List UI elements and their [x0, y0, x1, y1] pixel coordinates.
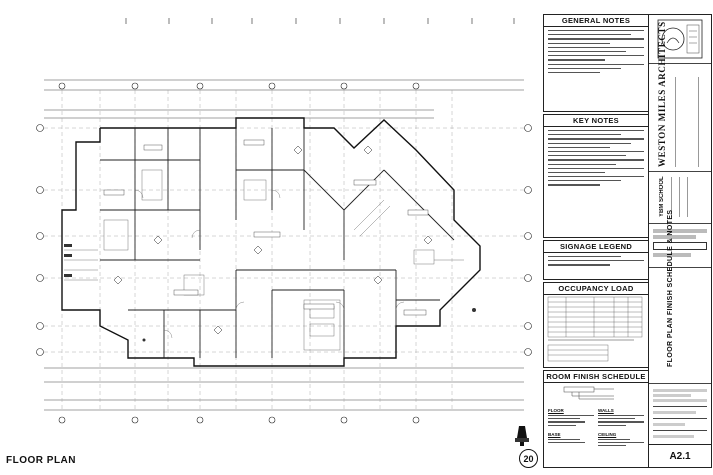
finish-category-floor: FLOOR — [548, 408, 564, 413]
finish-category-walls: WALLS — [598, 408, 614, 413]
signage-legend-box: SIGNAGE LEGEND — [543, 240, 649, 280]
drawing-info-block — [653, 387, 707, 441]
key-notes-title: KEY NOTES — [544, 115, 648, 127]
plan-title: FLOOR PLAN — [6, 455, 76, 466]
room-finish-schedule-title: ROOM FINISH SCHEDULE — [544, 371, 648, 383]
sheet-number: A2.1 — [649, 444, 711, 467]
firm-address-lines — [675, 67, 699, 167]
sheet-title: FLOOR PLAN FINISH SCHEDULE & NOTES — [667, 209, 674, 368]
occupancy-load-title: OCCUPANCY LOAD — [544, 283, 648, 295]
title-block: WESTON MILES ARCHITECTS YBM SCHOOL FLOOR… — [648, 14, 712, 468]
sheet-number-circle: 20 — [519, 449, 538, 468]
project-address-lines — [671, 177, 705, 217]
firm-name: WESTON MILES ARCHITECTS — [657, 21, 667, 167]
finish-key-diagram — [563, 386, 614, 400]
north-arrow-icon — [515, 426, 529, 446]
signage-legend-title: SIGNAGE LEGEND — [544, 241, 648, 253]
project-name: YBM SCHOOL — [659, 176, 665, 217]
firm-logo-icon — [657, 19, 703, 59]
floor-plan-drawing — [36, 18, 532, 424]
finish-category-ceiling: CEILING — [598, 431, 617, 437]
revision-block — [653, 227, 707, 263]
room-finish-schedule-box: ROOM FINISH SCHEDULE FLOOR BASE — [543, 370, 649, 468]
general-notes-title: GENERAL NOTES — [544, 15, 648, 27]
occupancy-load-box: OCCUPANCY LOAD — [543, 282, 649, 368]
general-notes-box: GENERAL NOTES — [543, 14, 649, 112]
finish-category-base: BASE — [548, 431, 561, 437]
occupancy-table — [547, 296, 643, 362]
key-notes-box: KEY NOTES — [543, 114, 649, 238]
notes-column: GENERAL NOTES KEY NOTES SIGNAGE LEGEND — [543, 14, 649, 468]
